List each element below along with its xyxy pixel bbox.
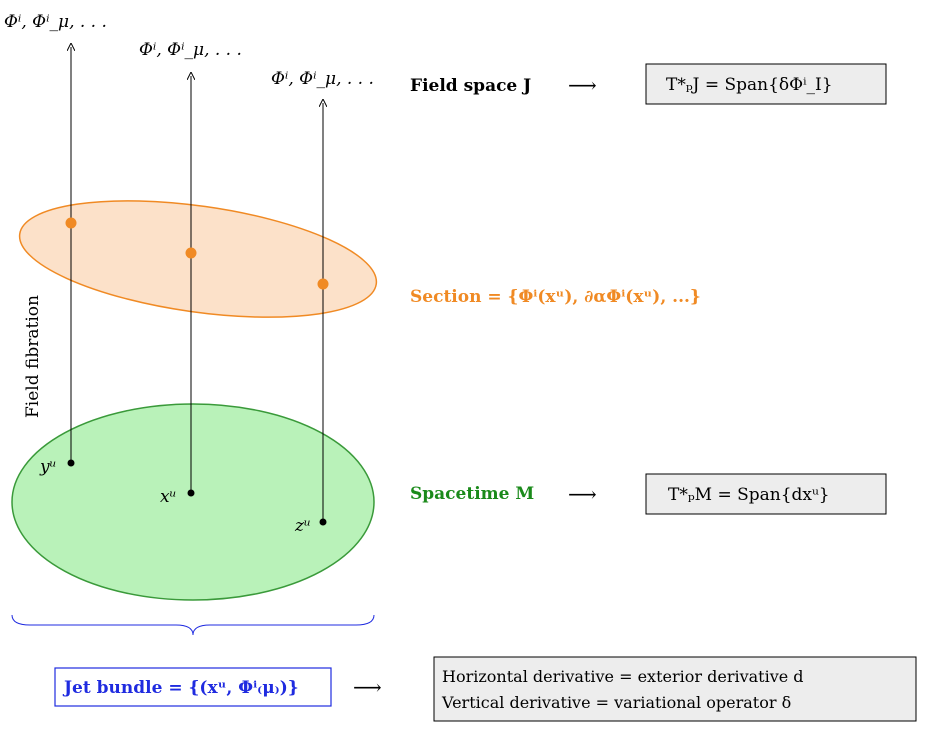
base-label-y: yᵘ xyxy=(39,457,56,477)
jet-bundle-box xyxy=(54,667,332,707)
derivative-box xyxy=(433,656,917,722)
spacetime-ellipse xyxy=(11,403,375,601)
section-label: Section = {Φⁱ(xᵘ), ∂αΦⁱ(xᵘ), ...} xyxy=(410,287,701,307)
jet-bundle-label: Jet bundle = {(xᵘ, Φⁱ₍μ₎)} xyxy=(62,678,299,698)
fiber-top-label-y: Φⁱ, Φⁱ_μ, . . . xyxy=(4,12,107,32)
section-point-x xyxy=(185,247,197,259)
base-point-y xyxy=(67,459,75,467)
base-point-x xyxy=(187,489,195,497)
field-space-arrow: ⟶ xyxy=(568,73,597,97)
section-ellipse xyxy=(18,200,378,318)
base-label-z: zᵘ xyxy=(294,516,311,536)
section-point-y xyxy=(65,217,77,229)
cotangent-field-text: T*ₚJ = Span{δΦⁱ_I} xyxy=(666,75,833,95)
cotangent-field-box xyxy=(645,63,887,105)
fiber-top-label-x: Φⁱ, Φⁱ_μ, . . . xyxy=(139,40,242,60)
spacetime-arrow: ⟶ xyxy=(568,482,597,506)
spacetime-label: Spacetime M xyxy=(410,484,534,504)
jet-bundle-brace xyxy=(11,614,375,636)
base-point-z xyxy=(319,518,327,526)
fiber-top-label-z: Φⁱ, Φⁱ_μ, . . . xyxy=(271,69,374,89)
cotangent-spacetime-text: T*ₚM = Span{dxᵘ} xyxy=(668,485,830,505)
cotangent-spacetime-box xyxy=(645,473,887,515)
section-point-z xyxy=(317,278,329,290)
horizontal-derivative-text: Horizontal derivative = exterior derivat… xyxy=(442,667,804,686)
field-space-label: Field space J xyxy=(410,76,531,96)
field-fibration-label: Field fibration xyxy=(23,295,43,418)
base-label-x: xᵘ xyxy=(160,487,176,507)
vertical-derivative-text: Vertical derivative = variational operat… xyxy=(441,693,791,712)
jet-bundle-arrow: ⟶ xyxy=(353,675,382,699)
